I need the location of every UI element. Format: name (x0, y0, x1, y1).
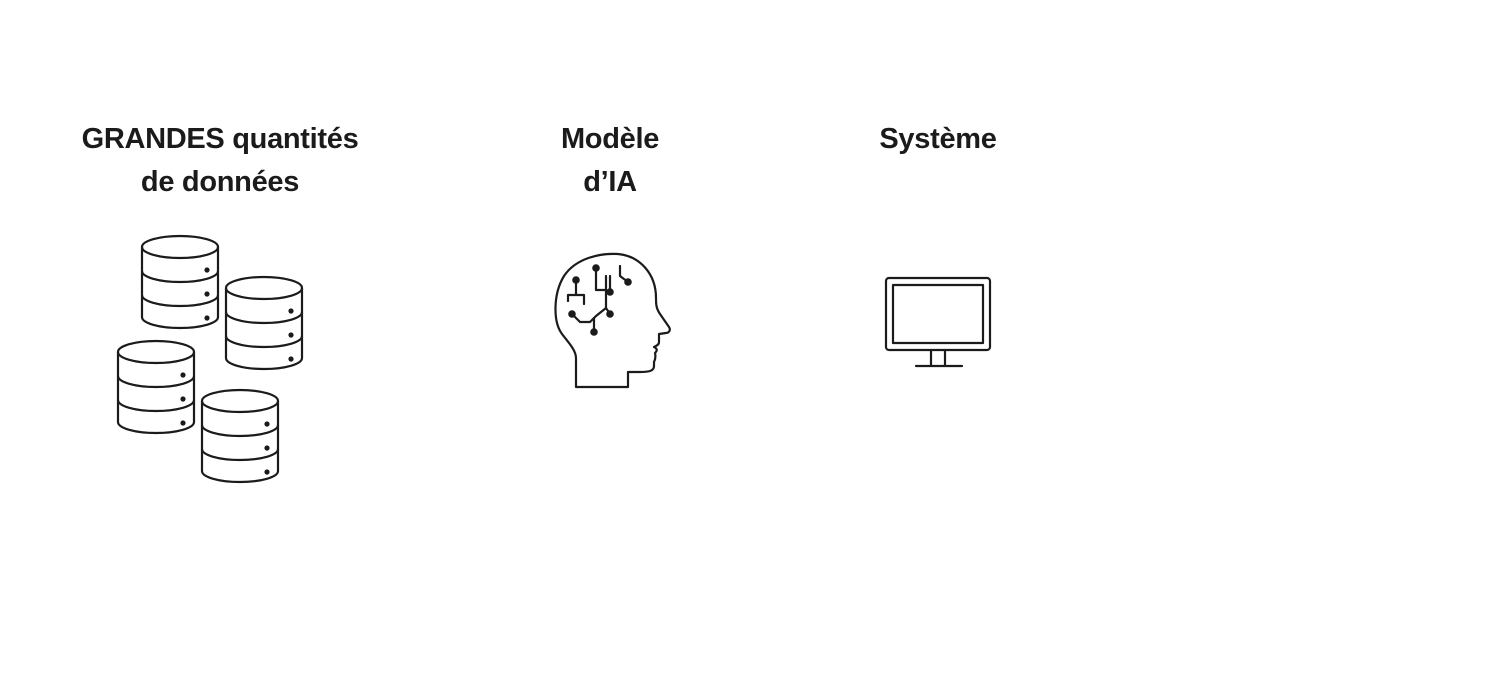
system-label: Système (808, 118, 1068, 161)
data-label-line-2: de données (140, 166, 300, 198)
circuit-traces (566, 264, 632, 336)
model-label: Modèle d’IA (480, 118, 740, 204)
model-label-line-2: d’IA (583, 166, 637, 198)
ai-brain-icon (554, 252, 671, 389)
database-stack-icon (116, 234, 304, 484)
database-cylinder-1 (140, 234, 220, 330)
system-label-line-1: Système (879, 123, 997, 155)
database-cylinder-4 (200, 388, 280, 484)
data-label: GRANDES quantités de données (40, 118, 400, 204)
database-cylinder-3 (116, 339, 196, 435)
head-outline (554, 252, 671, 389)
model-label-line-1: Modèle (560, 123, 660, 155)
monitor-frame (884, 276, 992, 352)
database-cylinder-2 (224, 275, 304, 371)
monitor-stand (914, 348, 964, 368)
monitor-icon (884, 276, 992, 368)
data-label-line-1: GRANDES quantités (81, 123, 359, 155)
monitor-screen (891, 283, 985, 345)
